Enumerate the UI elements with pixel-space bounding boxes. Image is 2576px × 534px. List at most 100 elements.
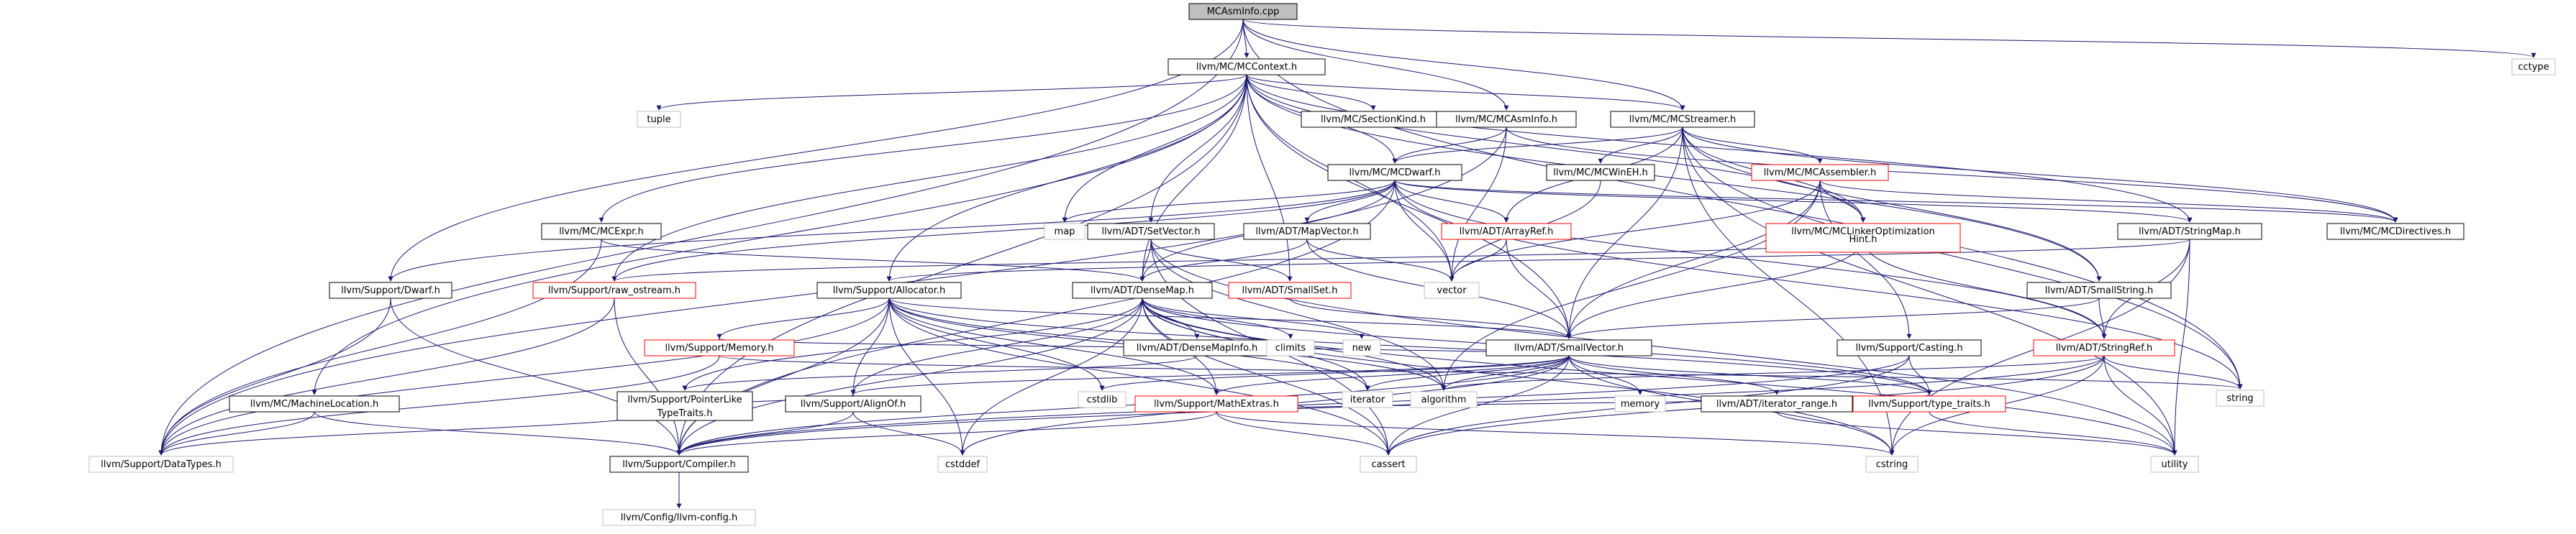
node-string[interactable]: string xyxy=(2216,390,2265,407)
node-mathextras[interactable]: llvm/Support/MathExtras.h xyxy=(1134,395,1298,413)
node-box xyxy=(532,282,696,299)
node-box xyxy=(2117,223,2262,240)
node-densemapinfo[interactable]: llvm/ADT/DenseMapInfo.h xyxy=(1123,339,1271,356)
node-label: string xyxy=(2226,393,2253,404)
dependency-edge xyxy=(1139,239,1308,282)
node-mcstreamer[interactable]: llvm/MC/MCStreamer.h xyxy=(1610,111,1755,128)
node-setvector[interactable]: llvm/ADT/SetVector.h xyxy=(1087,223,1215,240)
node-box xyxy=(1701,395,1853,413)
node-box xyxy=(1436,111,1577,128)
dependency-edge xyxy=(388,19,1244,282)
node-mcdwarf[interactable]: llvm/MC/MCDwarf.h xyxy=(1327,164,1462,181)
node-mclinkeropt1[interactable]: llvm/MC/MCLinkerOptimization xyxy=(1765,223,1961,253)
node-smallvector[interactable]: llvm/ADT/SmallVector.h xyxy=(1485,339,1652,356)
dependency-edge xyxy=(888,298,1932,395)
node-stringref[interactable]: llvm/ADT/StringRef.h xyxy=(2033,339,2175,356)
dependency-edge xyxy=(1394,180,2398,223)
node-tuple[interactable]: tuple xyxy=(637,111,681,128)
node-mapvector[interactable]: llvm/ADT/MapVector.h xyxy=(1243,223,1371,240)
dependency-edge xyxy=(1819,180,1912,339)
dependency-edge xyxy=(1441,355,1570,391)
node-allocator[interactable]: llvm/Support/Allocator.h xyxy=(816,282,962,299)
node-cstddef[interactable]: cstddef xyxy=(937,456,988,473)
node-iterator[interactable]: iterator xyxy=(1342,391,1393,408)
node-new[interactable]: new xyxy=(1342,339,1381,356)
node-utility[interactable]: utility xyxy=(2150,456,2199,473)
node-box xyxy=(616,391,753,421)
dependency-edge xyxy=(1598,126,1683,164)
node-arrayref[interactable]: llvm/ADT/ArrayRef.h xyxy=(1441,223,1572,240)
node-box xyxy=(816,282,962,299)
dependency-edge xyxy=(1246,74,1572,339)
node-stringmap[interactable]: llvm/ADT/StringMap.h xyxy=(2117,223,2262,240)
dependency-edge xyxy=(1289,298,1572,339)
node-machineloc[interactable]: llvm/MC/MachineLocation.h xyxy=(229,395,400,413)
dependency-edge xyxy=(888,298,1391,456)
node-label: Hint.h xyxy=(1849,234,1877,245)
node-ptrlike1[interactable]: llvm/Support/PointerLike xyxy=(616,391,753,421)
node-cctype[interactable]: cctype xyxy=(2511,58,2556,75)
node-map[interactable]: map xyxy=(1044,223,1086,240)
node-mcdirectives[interactable]: llvm/MC/MCDirectives.h xyxy=(2326,223,2465,240)
node-label: llvm/Support/PointerLike xyxy=(627,395,742,405)
node-cstring[interactable]: cstring xyxy=(1865,456,1919,473)
node-mcwineh[interactable]: llvm/MC/MCWinEH.h xyxy=(1546,164,1655,181)
node-ptrlike2[interactable]: TypeTraits.h xyxy=(656,408,712,419)
node-cassert[interactable]: cassert xyxy=(1360,456,1417,473)
node-datatypes[interactable]: llvm/Support/DataTypes.h xyxy=(88,456,234,473)
node-casting[interactable]: llvm/Support/Casting.h xyxy=(1837,339,1982,356)
node-iterrange[interactable]: llvm/ADT/iterator_range.h xyxy=(1701,395,1853,413)
node-label: llvm/Support/AlignOf.h xyxy=(801,399,906,410)
node-memory[interactable]: llvm/Support/Memory.h xyxy=(644,339,795,356)
dependency-edge xyxy=(1214,355,1570,395)
node-label: llvm/ADT/SmallString.h xyxy=(2045,285,2153,296)
node-label: MCAsmInfo.cpp xyxy=(1207,6,1280,17)
node-box xyxy=(2511,58,2556,75)
dependency-edge xyxy=(1682,126,1823,164)
node-label: llvm/ADT/MapVector.h xyxy=(1255,226,1358,237)
node-llvmconfig[interactable]: llvm/Config/llvm-config.h xyxy=(602,509,756,526)
dependency-edge xyxy=(886,239,2190,282)
node-smallstring[interactable]: llvm/ADT/SmallString.h xyxy=(2026,282,2172,299)
node-climits[interactable]: climits xyxy=(1266,339,1315,356)
node-box xyxy=(1360,456,1417,473)
node-memorystd[interactable]: memory xyxy=(1614,395,1666,413)
node-alignof[interactable]: llvm/Support/AlignOf.h xyxy=(785,395,921,413)
node-mclinkeropt2[interactable]: Hint.h xyxy=(1849,234,1877,245)
node-box xyxy=(1078,391,1127,408)
dependency-edge xyxy=(1062,180,1396,223)
node-box xyxy=(1072,282,1213,299)
node-cstdlib[interactable]: cstdlib xyxy=(1078,391,1127,408)
node-label: climits xyxy=(1275,343,1306,354)
node-label: llvm/ADT/DenseMapInfo.h xyxy=(1137,343,1257,354)
node-mccontext[interactable]: llvm/MC/MCContext.h xyxy=(1168,58,1326,75)
node-compiler[interactable]: llvm/Support/Compiler.h xyxy=(609,456,749,473)
node-box xyxy=(602,509,756,526)
node-box xyxy=(1441,223,1572,240)
node-smallset[interactable]: llvm/ADT/SmallSet.h xyxy=(1228,282,1352,299)
dependency-edge xyxy=(158,411,315,456)
node-box xyxy=(1610,111,1755,128)
node-mcasminfo[interactable]: llvm/MC/MCAsmInfo.h xyxy=(1436,111,1577,128)
node-label: llvm/MC/MCStreamer.h xyxy=(1629,114,1736,125)
node-vector[interactable]: vector xyxy=(1424,282,1480,299)
dependency-edge xyxy=(1365,355,1570,391)
node-algorithm[interactable]: algorithm xyxy=(1410,391,1478,408)
node-densemap[interactable]: llvm/ADT/DenseMap.h xyxy=(1072,282,1213,299)
dependency-edge xyxy=(311,74,1247,395)
dependency-edge xyxy=(1242,19,2243,390)
node-typetraits[interactable]: llvm/Support/type_traits.h xyxy=(1852,395,2006,413)
node-label: llvm/Config/llvm-config.h xyxy=(621,512,737,523)
node-mcexpr[interactable]: llvm/MC/MCExpr.h xyxy=(541,223,662,240)
dependency-edge xyxy=(1099,355,1570,391)
node-box xyxy=(2033,339,2175,356)
node-mcassembler[interactable]: llvm/MC/MCAssembler.h xyxy=(1751,164,1889,181)
node-rawostream[interactable]: llvm/Support/raw_ostream.h xyxy=(532,282,696,299)
node-box xyxy=(1087,223,1215,240)
node-label: map xyxy=(1055,226,1075,237)
node-sectionkind[interactable]: llvm/MC/SectionKind.h xyxy=(1301,111,1446,128)
dependency-edge xyxy=(158,298,890,456)
node-dwarf[interactable]: llvm/Support/Dwarf.h xyxy=(329,282,452,299)
node-label: llvm/MC/MCDwarf.h xyxy=(1350,167,1441,178)
node-label: tuple xyxy=(647,114,670,125)
